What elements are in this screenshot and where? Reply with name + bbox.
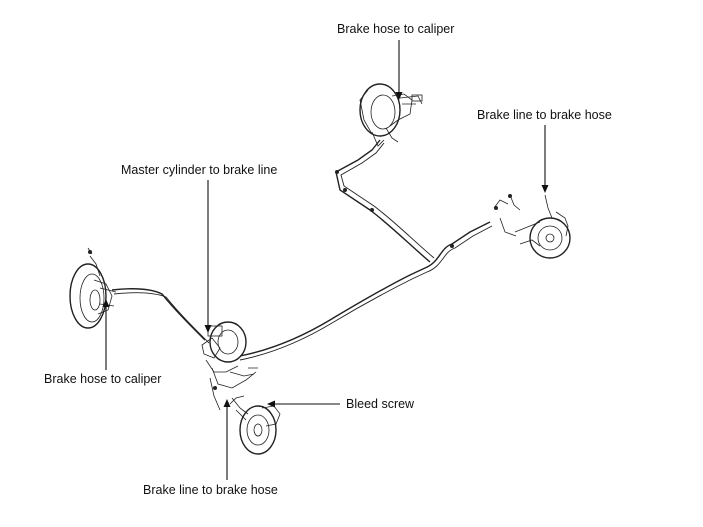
rear-right-disc-assembly — [493, 194, 571, 259]
label-rear-right-line-to-hose: Brake line to brake hose — [477, 108, 612, 122]
main-brake-line — [111, 221, 493, 361]
label-bleed-screw: Bleed screw — [346, 397, 415, 411]
label-front-left-hose-to-caliper: Brake hose to caliper — [44, 372, 162, 386]
label-front-right-line-to-hose: Brake line to brake hose — [143, 483, 278, 497]
master-cylinder-assembly — [201, 321, 258, 411]
label-master-cylinder-to-line: Master cylinder to brake line — [121, 163, 278, 177]
front-right-disc-assembly — [229, 395, 281, 455]
label-rear-left-hose-to-caliper: Brake hose to caliper — [337, 22, 455, 36]
front-left-wheel-assembly — [69, 247, 117, 329]
leader-lines — [102, 40, 549, 480]
upper-rear-line — [335, 139, 454, 263]
rear-left-caliper-assembly — [359, 83, 423, 147]
